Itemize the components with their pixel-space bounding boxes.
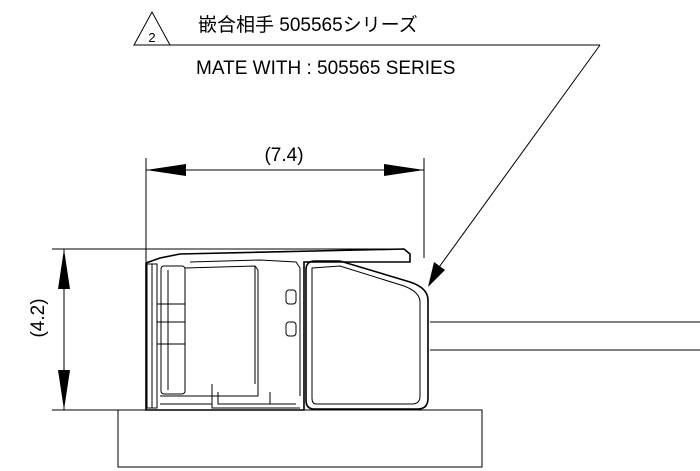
leader-arrowhead-icon (428, 262, 445, 287)
revision-triangle-icon (133, 10, 171, 46)
note-japanese: 嵌合相手 505565シリーズ (198, 14, 418, 36)
height-dimension-label: (4.2) (28, 298, 49, 337)
width-arrow-right-icon (384, 164, 424, 176)
height-arrow-bottom-icon (58, 370, 70, 410)
width-dimension-label: (7.4) (264, 145, 303, 166)
revision-callout: 2 嵌合相手 505565シリーズ MATE WITH : 505565 SER… (133, 10, 600, 79)
width-dimension: (7.4) (145, 145, 425, 262)
receptacle-body (145, 248, 411, 411)
mating-plug (303, 260, 429, 410)
cable (430, 321, 700, 351)
note-english: MATE WITH : 505565 SERIES (196, 58, 455, 79)
height-dimension: (4.2) (28, 248, 404, 411)
leader-line (428, 44, 601, 287)
revision-number: 2 (148, 30, 155, 45)
width-arrow-left-icon (146, 164, 186, 176)
base-plate (117, 409, 483, 468)
height-arrow-top-icon (58, 249, 70, 289)
